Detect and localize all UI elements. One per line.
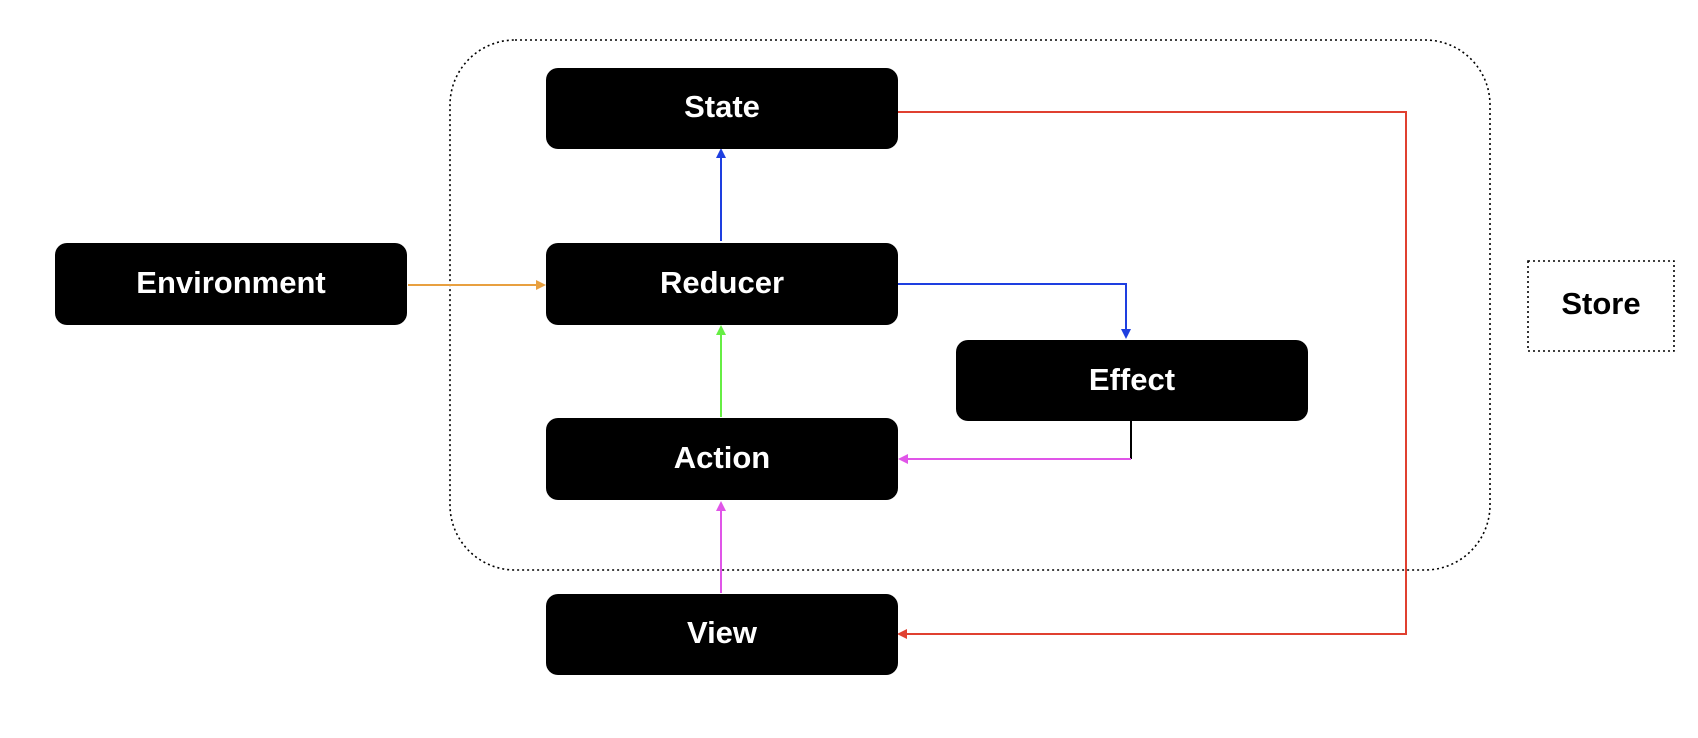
node-reducer: Reducer xyxy=(546,243,898,325)
node-effect: Effect xyxy=(956,340,1308,421)
node-action-label: Action xyxy=(674,440,770,475)
store-legend-label: Store xyxy=(1561,286,1640,321)
store-legend-box xyxy=(1527,260,1675,352)
node-view: View xyxy=(546,594,898,675)
arrow-reducer-to-effect xyxy=(898,283,1131,339)
store-boundary xyxy=(449,39,1491,571)
node-state-label: State xyxy=(684,89,760,124)
node-reducer-label: Reducer xyxy=(660,265,784,300)
arrow-state-to-view xyxy=(897,111,1407,639)
node-environment-label: Environment xyxy=(136,265,325,300)
node-environment: Environment xyxy=(55,243,407,325)
node-view-label: View xyxy=(687,615,758,650)
node-effect-label: Effect xyxy=(1089,362,1175,397)
node-state: State xyxy=(546,68,898,149)
node-action: Action xyxy=(546,418,898,500)
